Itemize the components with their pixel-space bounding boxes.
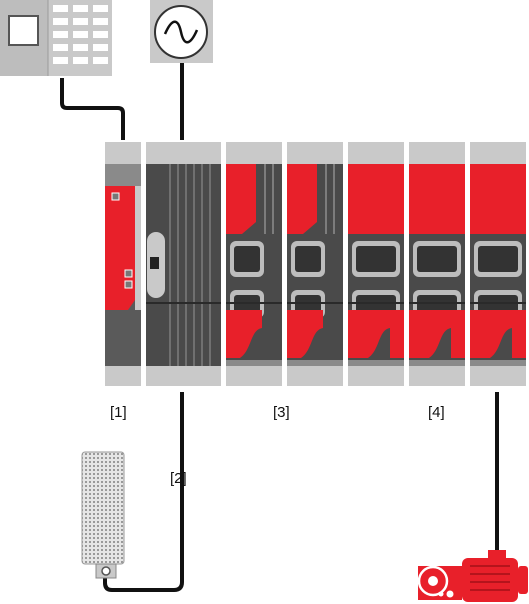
axis-module-4 bbox=[409, 142, 465, 386]
axis-module-1 bbox=[226, 142, 282, 386]
axis-module-5 bbox=[470, 142, 526, 386]
control-panel-icon bbox=[0, 0, 112, 76]
label-controller: [1] bbox=[110, 404, 127, 421]
label-supply: [2] bbox=[170, 470, 187, 487]
resistor-cable bbox=[103, 392, 184, 592]
cables bbox=[60, 63, 499, 592]
controller-cable bbox=[60, 78, 125, 140]
axis-module-2 bbox=[287, 142, 343, 386]
controller-module bbox=[105, 142, 141, 386]
terminal-strips bbox=[226, 360, 526, 366]
ac-source-icon bbox=[150, 0, 213, 63]
gear-motor-icon bbox=[417, 550, 528, 602]
label-axis-group-a: [3] bbox=[273, 404, 290, 421]
label-axis-group-b: [4] bbox=[428, 404, 445, 421]
braking-resistor-icon bbox=[81, 451, 125, 579]
axis-module-3 bbox=[348, 142, 404, 386]
supply-module bbox=[146, 142, 221, 386]
